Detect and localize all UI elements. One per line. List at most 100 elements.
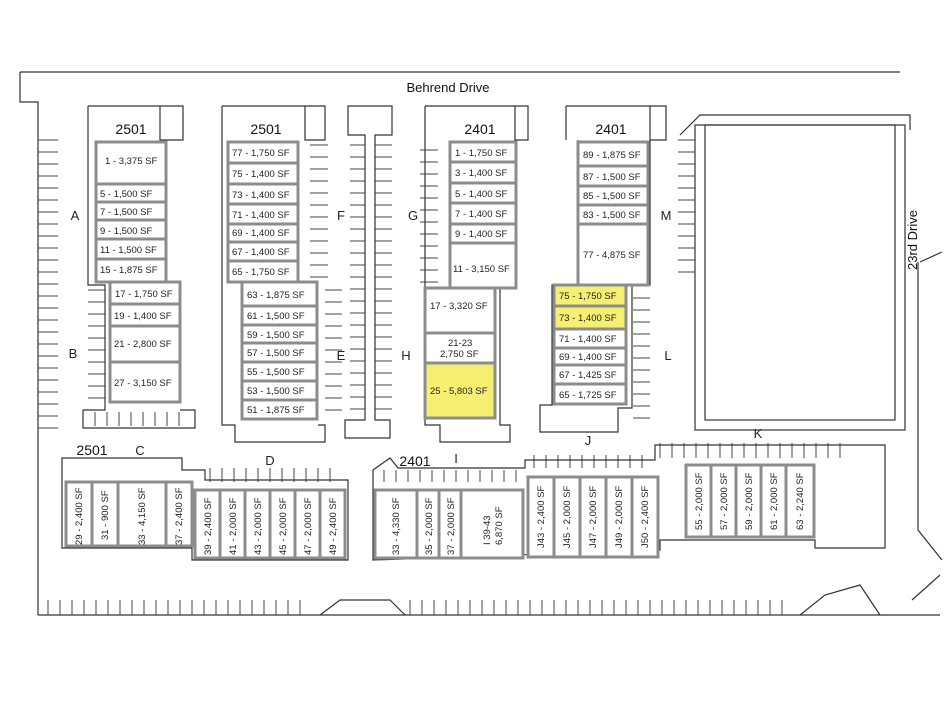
unit-label: 69 - 1,400 SF — [232, 228, 290, 239]
unit-label: 3 - 1,400 SF — [455, 168, 507, 179]
building-number: 2401 — [399, 453, 430, 469]
unit-label: 57 - 1,500 SF — [247, 348, 305, 359]
unit-label: 39 - 2,400 SF — [203, 497, 214, 555]
building-number: 2501 — [250, 121, 281, 137]
unit-label: 59 - 1,500 SF — [247, 330, 305, 341]
unit-label: J43 - 2,400 SF — [536, 485, 547, 548]
unit-label: 7 - 1,500 SF — [100, 207, 152, 218]
unit-label: 11 - 3,150 SF — [453, 264, 510, 275]
unit-label-available: 25 - 5,803 SF — [430, 386, 488, 397]
unit-cell — [94, 140, 168, 186]
unit-label: 55 - 1,500 SF — [247, 367, 305, 378]
unit-label: 1 - 1,750 SF — [455, 148, 507, 159]
unit-label: 63 - 2,240 SF — [795, 472, 806, 530]
unit-label: 5 - 1,500 SF — [100, 189, 152, 200]
unit-label: 47 - 2,000 SF — [303, 497, 314, 555]
unit-label: 33 - 4,150 SF — [137, 487, 148, 545]
unit-label: 11 - 1,500 SF — [100, 245, 157, 256]
unit-label: J45 - 2,000 SF — [562, 485, 573, 548]
unit-label: 37 - 2,400 SF — [174, 487, 185, 545]
unit-label: 53 - 1,500 SF — [247, 386, 305, 397]
row-label-f: F — [337, 208, 345, 223]
unit-label: 21-23 — [448, 338, 472, 349]
road-behrend-drive: Behrend Drive — [406, 80, 489, 95]
unit-label: 73 - 1,400 SF — [232, 190, 290, 201]
unit-label: 17 - 3,320 SF — [430, 301, 488, 312]
unit-label-available: 75 - 1,750 SF — [559, 291, 617, 302]
building-large-m — [694, 124, 906, 431]
unit-label: J49 - 2,000 SF — [614, 485, 625, 548]
unit-label: 6,870 SF — [494, 506, 505, 545]
unit-label: 55 - 2,000 SF — [694, 472, 705, 530]
unit-label: 17 - 1,750 SF — [115, 289, 173, 300]
row-label-k: K — [754, 426, 763, 441]
unit-label: 19 - 1,400 SF — [114, 311, 172, 322]
unit-label: 83 - 1,500 SF — [583, 210, 641, 221]
row-label-b: B — [69, 346, 78, 361]
road-23rd-drive: 23rd Drive — [905, 210, 920, 270]
unit-label: 87 - 1,500 SF — [583, 172, 641, 183]
row-label-j: J — [585, 433, 592, 448]
building-number: 2401 — [464, 121, 495, 137]
unit-label: 67 - 1,400 SF — [232, 247, 290, 258]
unit-label: 1 - 3,375 SF — [105, 156, 157, 167]
building-2401-g — [423, 105, 529, 443]
row-label-m: M — [661, 208, 672, 223]
row-label-h: H — [401, 348, 410, 363]
unit-label: 85 - 1,500 SF — [583, 191, 641, 202]
unit-label: 65 - 1,750 SF — [232, 267, 290, 278]
unit-label: 45 - 2,000 SF — [278, 497, 289, 555]
unit-label: 63 - 1,875 SF — [247, 290, 305, 301]
building-number: 2501 — [76, 442, 107, 458]
unit-label-available: 73 - 1,400 SF — [559, 313, 617, 324]
unit-label: 69 - 1,400 SF — [559, 352, 617, 363]
unit-label: 77 - 1,750 SF — [232, 148, 290, 159]
unit-label: 15 - 1,875 SF — [100, 265, 158, 276]
building-2401-south — [372, 444, 886, 561]
unit-label: 65 - 1,725 SF — [559, 390, 617, 401]
building-2401-l — [539, 105, 667, 433]
building-2501-f — [221, 105, 326, 443]
unit-label: 49 - 2,400 SF — [328, 497, 339, 555]
unit-label: 71 - 1,400 SF — [232, 210, 290, 221]
building-number: 2501 — [115, 121, 146, 137]
unit-label: 35 - 2,000 SF — [424, 497, 435, 555]
unit-label: 33 - 4,330 SF — [391, 497, 402, 555]
row-label-l: L — [664, 348, 671, 363]
unit-label: 9 - 1,500 SF — [100, 226, 152, 237]
unit-label: 37 - 2,000 SF — [446, 497, 457, 555]
median-e-f — [344, 105, 393, 439]
unit-label: 43 - 2,000 SF — [253, 497, 264, 555]
unit-label: 67 - 1,425 SF — [559, 370, 617, 381]
unit-label: J50 - 2,400 SF — [640, 485, 651, 548]
unit-label: 27 - 3,150 SF — [114, 378, 172, 389]
unit-label: 71 - 1,400 SF — [559, 334, 617, 345]
unit-label: 51 - 1,875 SF — [247, 405, 305, 416]
unit-label: 31 - 900 SF — [100, 490, 111, 540]
parking-stalls — [38, 139, 841, 615]
row-label-i: I — [454, 451, 458, 466]
unit-label: 61 - 1,500 SF — [247, 311, 305, 322]
unit-label: 61 - 2,000 SF — [769, 472, 780, 530]
unit-label: 7 - 1,400 SF — [455, 209, 507, 220]
unit-label: 9 - 1,400 SF — [455, 229, 507, 240]
unit-label: 57 - 2,000 SF — [719, 472, 730, 530]
unit-label: 21 - 2,800 SF — [114, 339, 172, 350]
unit-label: 41 - 2,000 SF — [228, 497, 239, 555]
unit-label: 5 - 1,400 SF — [455, 189, 507, 200]
building-2501-a — [82, 105, 196, 429]
row-label-d: D — [265, 453, 274, 468]
unit-label: 77 - 4,875 SF — [583, 250, 641, 261]
row-label-g: G — [408, 208, 418, 223]
building-number: 2401 — [595, 121, 626, 137]
unit-label: J47 - 2,000 SF — [588, 485, 599, 548]
row-label-a: A — [71, 208, 80, 223]
unit-label: 29 - 2,400 SF — [74, 487, 85, 545]
row-label-e: E — [337, 348, 346, 363]
row-label-c: C — [135, 443, 144, 458]
site-outline — [19, 71, 943, 616]
unit-label: 59 - 2,000 SF — [744, 472, 755, 530]
unit-label: 2,750 SF — [440, 349, 479, 360]
unit-label: I 39-43 — [482, 515, 493, 545]
